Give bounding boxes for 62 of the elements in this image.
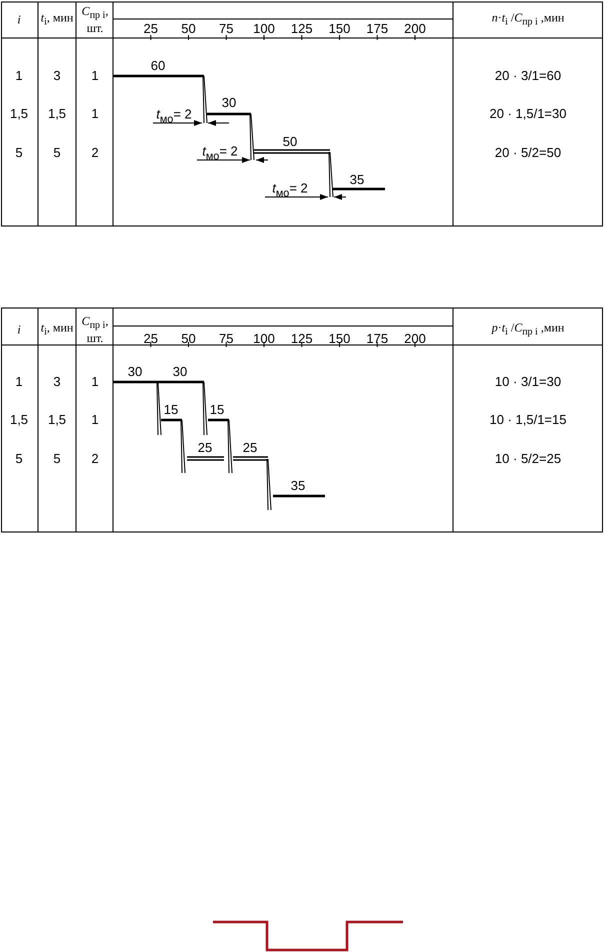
tick-label: 150 [328,22,350,36]
tick-label: 25 [144,22,158,36]
bar-label: 25 [198,441,212,455]
bar-label: 30 [172,365,188,379]
tick-label: 75 [219,22,234,36]
table-cell: 1 [91,413,99,427]
tick-label: 75 [219,332,234,346]
header-cell-text: C$_{пр i}$, шт. [80,314,110,346]
tick-label: 100 [253,332,275,346]
bar-label: 30 [222,96,236,110]
dimension-label: t$_{мо}$= 2 [272,182,308,200]
bar-label: 30 [128,365,142,379]
bar-label: 15 [164,403,178,417]
tick-label: 175 [366,22,388,36]
formula-cell: 20 · 1,5/1=30 [490,107,566,121]
tick-label: 50 [181,22,196,36]
bar-label: 15 [210,403,224,417]
header-cell: t$_{i}$, мин [40,11,74,29]
table-cell: 1 [15,375,23,389]
tick-label: 125 [290,332,313,346]
tick-label: 50 [181,332,196,346]
header-cell: t$_{i}$, мин [40,321,74,339]
table-cell: 1 [91,107,99,121]
table-cell: 3 [53,375,61,389]
formula-cell: 20 · 3/1=60 [494,69,562,83]
table-cell: 1 [91,375,99,389]
table-cell: 5 [53,452,61,466]
formula-cell: 10 · 5/2=25 [494,452,562,466]
bar-label: 35 [350,173,364,187]
header-cell: i [17,324,21,336]
table-cell: 1,5 [10,107,28,121]
tick-label: 175 [366,332,388,346]
tick-label: 125 [290,22,313,36]
header-cell-text: n·t$_{i}$ /C$_{пр i}$ ,мин [490,11,566,29]
bar-label: 60 [150,59,166,73]
tick-label: 100 [253,22,275,36]
tick-label: 200 [404,332,426,346]
header-cell: i [17,14,21,26]
bar-label: 35 [290,479,306,493]
table-cell: 1,5 [48,413,66,427]
formula-cell: 20 · 5/2=50 [494,146,562,160]
table-cell: 2 [91,146,99,160]
tick-label: 150 [328,332,350,346]
table-cell: 5 [15,146,23,160]
formula-cell: 10 · 1,5/1=15 [490,413,566,427]
tick-label: 200 [404,22,426,36]
bar-label: 25 [242,441,258,455]
table-cell: 1 [91,69,99,83]
tick-label: 25 [144,332,158,346]
table-cell: 1 [15,69,23,83]
table-cell: 1,5 [10,413,28,427]
dimension-label: t$_{мо}$= 2 [202,144,238,164]
bar-label: 50 [282,135,298,149]
table-cell: 2 [91,452,99,466]
formula-cell: 10 · 3/1=30 [494,375,562,389]
header-cell-text: C$_{пр i}$, шт. [80,4,110,36]
table-cell: 5 [53,146,61,160]
table-cell: 1,5 [48,107,66,121]
table-cell: 5 [15,452,23,466]
header-cell-text: p·t$_{i}$ /C$_{пр i}$ ,мин [490,321,566,339]
table-cell: 3 [53,69,61,83]
dimension-label: t$_{мо}$= 2 [156,108,192,126]
